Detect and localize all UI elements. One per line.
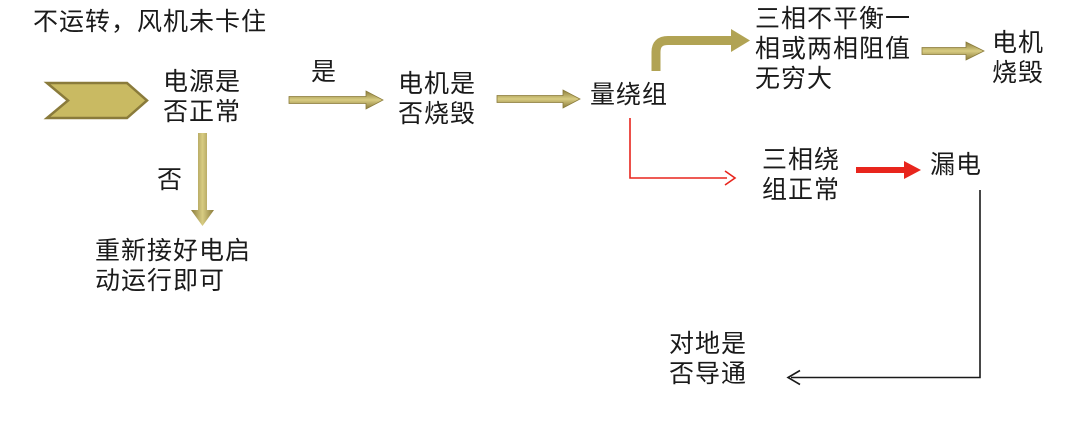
arrow-yes-icon (288, 90, 384, 110)
node-three-phase-normal: 三相绕 组正常 (762, 145, 841, 204)
black-elbow-arrowhead-icon (786, 369, 801, 386)
node-motor-burned: 电机 烧毁 (992, 28, 1045, 87)
red-arrow-leakage-icon (856, 161, 921, 179)
label-no: 否 (157, 165, 183, 194)
arrow-no-down-icon (191, 133, 214, 226)
node-measure-winding: 量绕组 (590, 80, 669, 109)
start-condition-label: 不运转，风机未卡住 (33, 7, 268, 36)
elbow-arrowhead-icon (731, 29, 750, 52)
node-motor-burn-check: 电机是 否烧毁 (398, 69, 477, 128)
elbow-arrow-unbalanced-icon (651, 36, 731, 71)
arrow-to-burned-icon (921, 41, 985, 61)
black-elbow-arrow-icon (791, 190, 981, 379)
start-chevron-arrow-icon (43, 81, 149, 120)
arrow-to-measure-icon (496, 89, 581, 109)
node-leakage: 漏电 (930, 150, 983, 179)
red-elbow-arrow-icon (629, 118, 727, 179)
red-elbow-arrowhead-icon (724, 170, 737, 186)
node-three-phase-unbalanced: 三相不平衡一 相或两相阻值 无穷大 (755, 4, 912, 93)
label-yes: 是 (311, 57, 337, 86)
node-ground-check: 对地是 否导通 (669, 329, 748, 388)
node-power-check: 电源是 否正常 (163, 67, 242, 126)
node-reconnect-power: 重新接好电启 动运行即可 (95, 236, 252, 295)
